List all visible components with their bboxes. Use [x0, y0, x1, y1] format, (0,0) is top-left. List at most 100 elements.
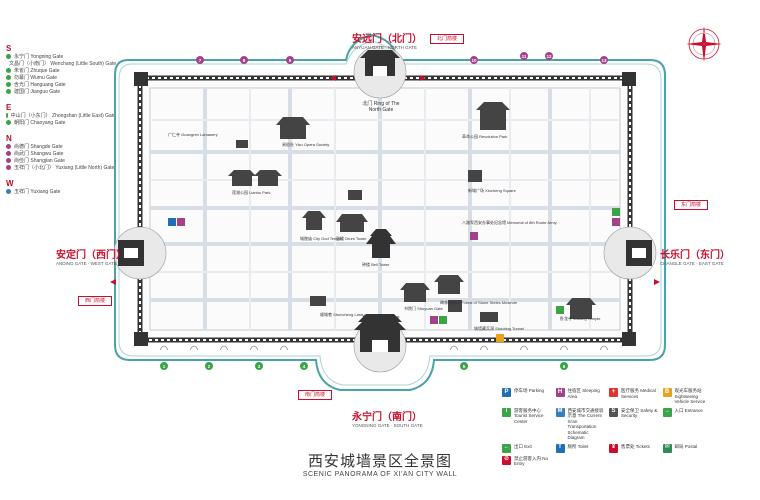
legend-icon: P	[502, 388, 511, 397]
landmark-label[interactable]: 城隍庙 City God Temple	[300, 236, 343, 241]
legend-icon: ⊘	[502, 455, 511, 465]
gate-pin[interactable]: 10	[470, 56, 478, 64]
east-tower-sign[interactable]: 东门箭楼	[674, 200, 708, 210]
legend-icon: ¥	[609, 443, 618, 453]
gate-pin[interactable]: 4	[300, 362, 308, 370]
compass-rose-icon: N	[686, 26, 722, 62]
legend-label: 入口 Entrance	[674, 407, 703, 413]
legend-label: 医疗服务 Medical Services	[621, 388, 656, 399]
gate-list-item[interactable]: 朝阳门 Chaoyang Gate	[6, 119, 116, 126]
gate-list-item[interactable]: 朱雀门 Zhuque Gate	[6, 67, 116, 74]
gate-list-label: 尚德门 Shangde Gate	[14, 144, 63, 150]
gate-pin[interactable]: 12	[545, 52, 553, 60]
gate-pin[interactable]: 7	[196, 56, 204, 64]
landmark-label[interactable]: 卧龙寺 Wolong Temple	[560, 316, 601, 321]
gate-list-item[interactable]: 含光门 Hanguang Gate	[6, 81, 116, 88]
landmark-label[interactable]: 八路军西安办事处纪念馆 Memorial of 8th Route Army	[462, 220, 557, 225]
gate-marker-icon	[6, 144, 11, 149]
legend-label: 邮局 Postal	[674, 443, 698, 449]
legend-item: ⊘禁止游客入内 No Entry	[502, 455, 552, 467]
gate-pin[interactable]: 11	[520, 52, 528, 60]
legend-label: 西安城市交通接驳示意 The Current Xi'an Transportat…	[567, 407, 604, 441]
north-gate-label: 安远门（北门） ANYUAN GATE · NORTH GATE	[352, 30, 422, 50]
gate-marker-icon	[6, 189, 11, 194]
east-gate-name: 长乐门（东门）	[660, 250, 730, 261]
gate-list-item[interactable]: 玉祥门 Yuxiang Gate	[6, 188, 116, 195]
gate-list-label: 玉祥门 Yuxiang Gate	[14, 189, 61, 195]
compass-label: N	[703, 30, 706, 35]
gate-marker-icon	[6, 89, 11, 94]
gate-pin[interactable]: 8	[240, 56, 248, 64]
landmark-label[interactable]: 钟楼 Bell Tower	[362, 262, 390, 267]
gate-pin[interactable]: 5	[460, 362, 468, 370]
map-title: 西安城墙景区全景图 SCENIC PANORAMA OF XI'AN CITY …	[250, 450, 510, 478]
gate-marker-icon	[6, 54, 11, 59]
east-gate-en: CHANGLE GATE · EAST GATE	[660, 261, 724, 266]
legend-item: +医疗服务 Medical Services	[609, 388, 659, 405]
legend-item: ¥售票处 Tickets	[609, 443, 659, 453]
legend-icon: +	[609, 388, 618, 397]
landmark-label[interactable]: 碑林博物馆 Forest of Stone Steles Museum	[440, 300, 518, 305]
landmark-label[interactable]: 莲湖公园 Lianhu Park	[232, 190, 271, 195]
west-tower-sign[interactable]: 西门箭楼	[78, 296, 112, 306]
landmark-label[interactable]: 易俗社 Yisu Opera Society	[282, 142, 330, 147]
legend-item: ✉邮局 Postal	[662, 443, 713, 453]
gate-group-letter: S	[6, 44, 12, 53]
gate-pin[interactable]: 2	[205, 362, 213, 370]
legend-item: ←出口 Exit	[502, 443, 552, 453]
south-gate-en: YONGNING GATE · SOUTH GATE	[352, 423, 423, 428]
gate-list-label: 玉祥门（小北门） Yuxiang (Little North) Gate	[14, 165, 115, 171]
map-title-cn: 西安城墙景区全景图	[307, 452, 452, 470]
gate-list-item[interactable]: 文昌门（小南门） Wenchang (Little South) Gate	[6, 60, 116, 67]
gate-marker-icon	[6, 151, 11, 156]
gate-list-label: 永宁门 Yongning Gate	[14, 54, 64, 60]
gate-list-label: 朱雀门 Zhuque Gate	[14, 68, 60, 74]
gate-list-item[interactable]: 永宁门 Yongning Gate	[6, 53, 116, 60]
gate-list-item[interactable]: 勿幕门 Wumu Gate	[6, 74, 116, 81]
gate-list-label: 建国门 Jianguo Gate	[14, 89, 61, 95]
legend-icon: ✉	[662, 443, 672, 453]
north-tower-sign[interactable]: 北门箭楼	[430, 34, 464, 44]
gate-list-label: 朝阳门 Chaoyang Gate	[14, 120, 66, 126]
gate-marker-icon	[6, 82, 11, 87]
landmark-label[interactable]: 顺城巷 Shuncheng Lane	[320, 312, 364, 317]
landmark-label[interactable]: 新城广场 Xincheng Square	[468, 188, 516, 193]
gate-list-item[interactable]: 尚德门 Shangde Gate	[6, 143, 116, 150]
gate-list-label: 尚俭门 Shangjian Gate	[14, 158, 65, 164]
legend-label: 售票处 Tickets	[621, 443, 650, 449]
gate-pin[interactable]: 9	[286, 56, 294, 64]
gate-list-item[interactable]: 建国门 Jianguo Gate	[6, 88, 116, 95]
north-gate-name: 安远门（北门）	[352, 34, 422, 45]
landmark-label[interactable]: 鼓楼 Drum Tower	[336, 236, 367, 241]
gate-list-label: 文昌门（小南门） Wenchang (Little South) Gate	[9, 61, 117, 67]
gate-pin[interactable]: 13	[600, 56, 608, 64]
gate-group-letter: E	[6, 103, 12, 112]
legend-icon: ←	[502, 443, 511, 453]
gate-pin[interactable]: 6	[560, 362, 568, 370]
gate-list-item[interactable]: 尚武门 Shangwu Gate	[6, 150, 116, 157]
gate-list-item[interactable]: 中山门（小东门） Zhongshan (Little East) Gate	[6, 112, 116, 119]
landmark-label[interactable]: 书院门 Shuyuan Gate	[404, 306, 443, 311]
gate-pin[interactable]: 1	[160, 362, 168, 370]
landmark-label[interactable]: 革命公园 Revolution Park	[462, 134, 508, 139]
gate-pin[interactable]: 3	[255, 362, 263, 370]
landmark-label[interactable]: 广仁寺 Guangren Lamasery	[168, 132, 218, 137]
gate-marker-icon	[6, 158, 11, 163]
south-tower-sign[interactable]: 南门箭楼	[298, 390, 332, 400]
gate-group-letter: N	[6, 134, 12, 143]
legend-icon: →	[662, 407, 672, 417]
legend-icon: i	[502, 407, 511, 417]
landmark-label[interactable]: 城墙藏兵洞 Shooting Tunnel	[474, 326, 525, 331]
gate-list-item[interactable]: 玉祥门（小北门） Yuxiang (Little North) Gate	[6, 164, 116, 171]
gate-list-item[interactable]: 尚俭门 Shangjian Gate	[6, 157, 116, 164]
